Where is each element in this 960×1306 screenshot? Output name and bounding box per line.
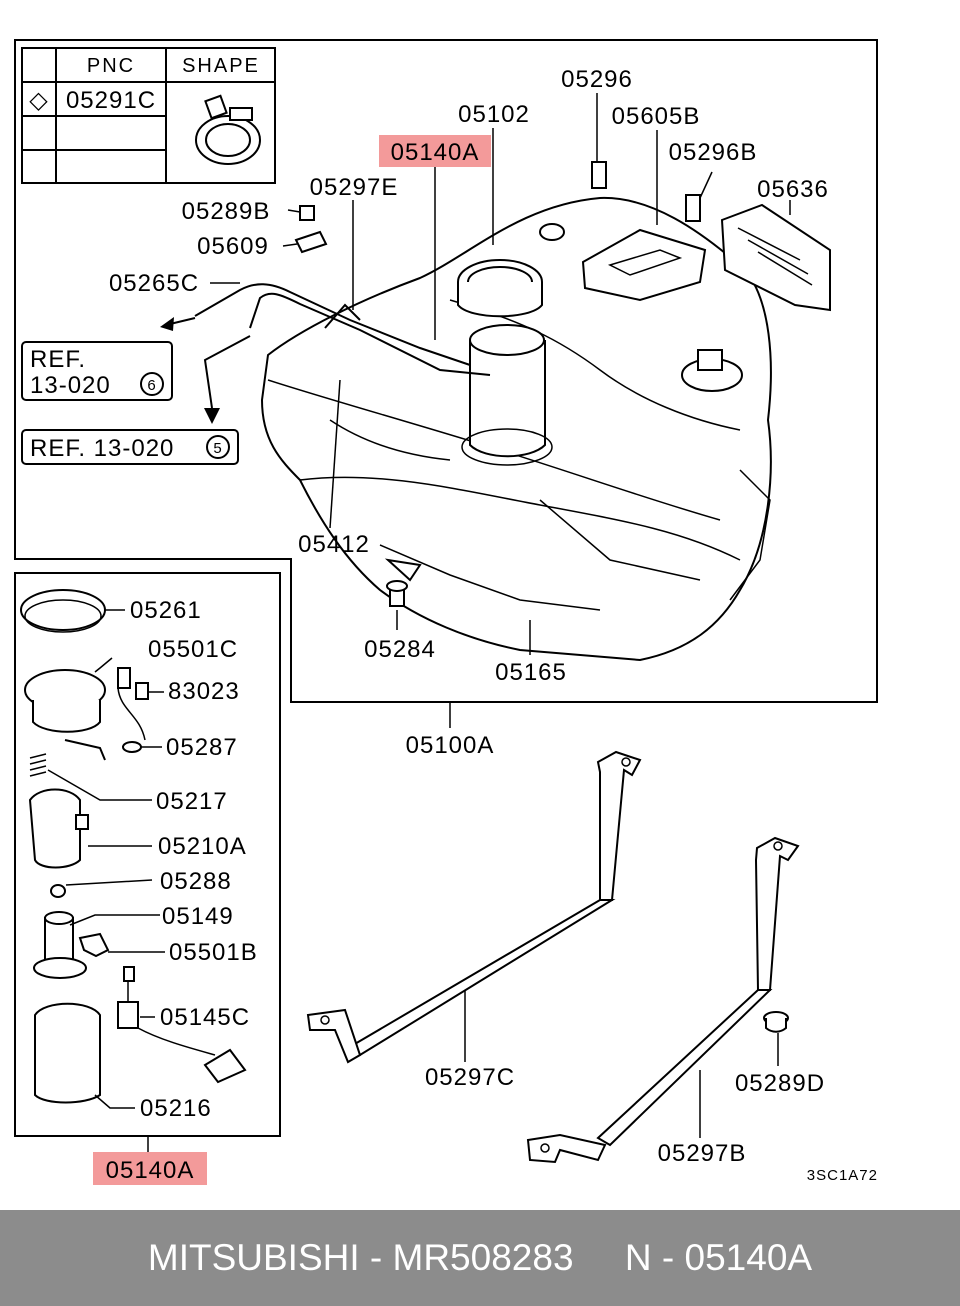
legend-pnc-header: PNC [87, 55, 135, 77]
fuel-tank-drawing [194, 161, 831, 662]
legend-shape-header: SHAPE [182, 55, 260, 77]
parts-diagram: PNC SHAPE ◇ 05291C REF. 13-020 6 REF. 13… [14, 39, 878, 1185]
label-05261: 05261 [130, 597, 202, 624]
label-05297C: 05297C [425, 1064, 515, 1091]
ref1-number: 13-020 [30, 372, 111, 399]
label-05289B: 05289B [182, 198, 271, 225]
label-05265C: 05265C [109, 270, 199, 297]
nut-05289D-icon [763, 1011, 789, 1033]
legend-diamond-mark: ◇ [29, 87, 48, 114]
label-05140A-bottom: 05140A [106, 1157, 195, 1184]
ref1-label: REF. [30, 346, 86, 373]
ref2-label: REF. 13-020 [30, 435, 174, 462]
label-05165: 05165 [495, 659, 567, 686]
footer-text: MITSUBISHI - MR508283 N - 05140A [147, 1237, 813, 1278]
main-assembly-frame [14, 39, 878, 703]
label-05501C: 05501C [148, 636, 238, 663]
label-05140A-top: 05140A [391, 139, 480, 166]
label-05636: 05636 [757, 176, 829, 203]
ref-arrow-1-icon [169, 317, 196, 325]
tank-strap-05297C [306, 750, 642, 1064]
ref1-circle-num: 6 [147, 377, 156, 394]
hose-clamp-shape-icon [195, 94, 261, 165]
label-05149: 05149 [162, 903, 234, 930]
label-05102: 05102 [458, 101, 530, 128]
label-05412: 05412 [298, 531, 370, 558]
leader-lines-straps [464, 990, 779, 1138]
label-05145C: 05145C [160, 1004, 250, 1031]
label-05289D: 05289D [735, 1070, 825, 1097]
label-05287: 05287 [166, 734, 238, 761]
label-83023: 83023 [168, 678, 240, 705]
ref-box-13-020-5[interactable]: REF. 13-020 5 [21, 429, 239, 465]
ref2-circle-num: 5 [213, 440, 222, 457]
leader-lines-pump [47, 609, 165, 1155]
label-05216: 05216 [140, 1095, 212, 1122]
label-05284: 05284 [364, 636, 436, 663]
label-05297B: 05297B [658, 1140, 747, 1167]
ref-arrow-2-icon [203, 335, 251, 409]
label-05210A: 05210A [158, 833, 247, 860]
legend-table: PNC SHAPE ◇ 05291C [21, 47, 276, 184]
highlight-05140A-top [379, 135, 491, 167]
ref-box-13-020-6[interactable]: REF. 13-020 6 [21, 341, 173, 401]
label-05609: 05609 [197, 233, 269, 260]
highlight-05140A-bottom [93, 1152, 207, 1185]
legend-pnc-value: 05291C [66, 87, 156, 114]
label-05297E: 05297E [310, 174, 399, 201]
diagram-code: 3SC1A72 [807, 1167, 878, 1184]
label-05605B: 05605B [612, 103, 701, 130]
tank-strap-05297B [526, 836, 800, 1164]
footer-bar: MITSUBISHI - MR508283 N - 05140A [0, 1210, 960, 1306]
label-05501B: 05501B [169, 939, 258, 966]
label-05296B: 05296B [669, 139, 758, 166]
label-05288: 05288 [160, 868, 232, 895]
label-05217: 05217 [156, 788, 228, 815]
pump-components-drawing [20, 589, 247, 1104]
label-05296: 05296 [561, 66, 633, 93]
ref-arrow-2-head-icon [204, 408, 220, 424]
ref-arrow-1-head-icon [160, 317, 174, 331]
leader-lines-main [210, 93, 791, 728]
label-05100A: 05100A [406, 732, 495, 759]
